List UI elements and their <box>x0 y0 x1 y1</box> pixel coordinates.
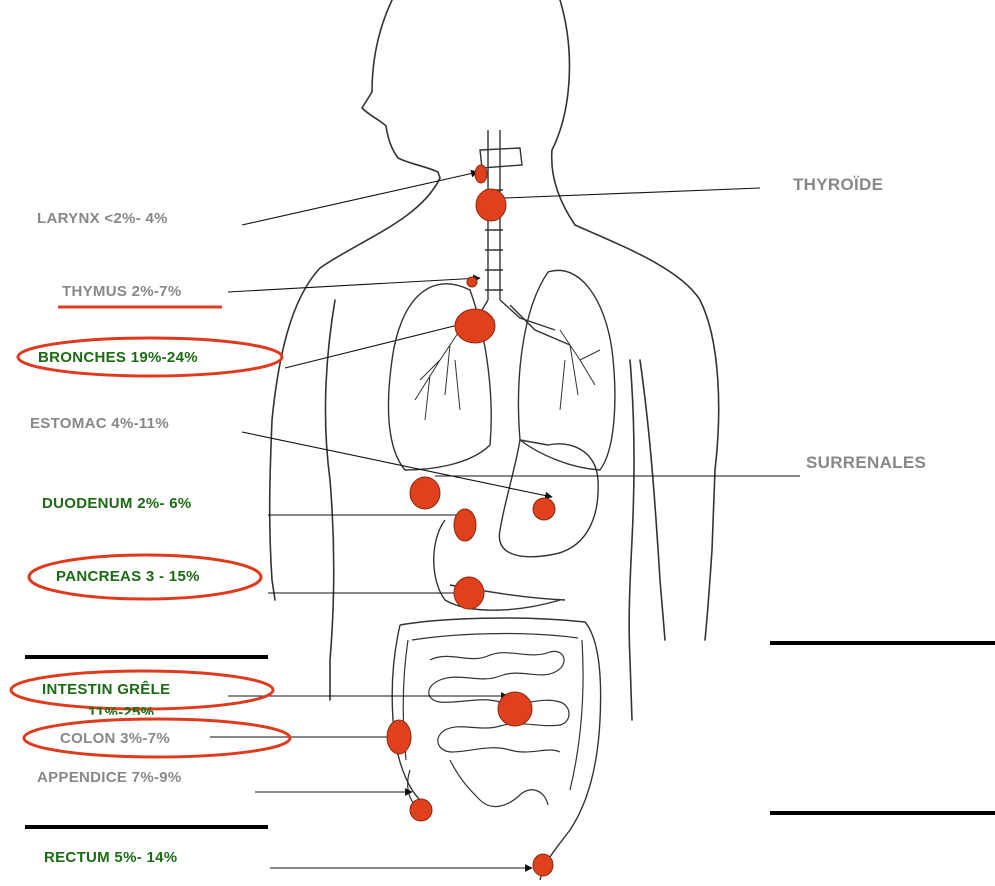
estomac-tumor <box>533 498 555 520</box>
right-torso-outline <box>629 360 634 720</box>
thyroide-tumor <box>476 189 506 221</box>
thyroide-pointer <box>505 188 760 198</box>
colon-inner <box>403 634 583 790</box>
colon-tumor <box>387 720 411 754</box>
surrenales-tumor <box>410 477 440 509</box>
body-outline <box>270 0 719 720</box>
tumor-markers <box>387 165 555 876</box>
estomac-pointer <box>242 432 552 497</box>
larynx-tumor <box>475 165 487 183</box>
duodenum-outline <box>434 520 560 610</box>
surrenales-label: SURRENALES <box>806 454 926 472</box>
appendice-label: APPENDICE 7%-9% <box>37 769 182 787</box>
small-intestine <box>429 651 569 806</box>
bronches-tumor <box>455 309 495 343</box>
head-back-outline <box>552 0 575 225</box>
rectum-tumor <box>533 854 553 876</box>
rectum-label: RECTUM 5%- 14% <box>44 849 177 867</box>
right-shoulder-outline <box>575 225 719 640</box>
thymus-tumor <box>467 277 477 287</box>
head-outline <box>362 0 440 178</box>
colon-outline <box>392 618 600 880</box>
pointer-lines <box>210 172 800 868</box>
right-lung <box>518 270 614 470</box>
larynx-pointer <box>242 172 478 225</box>
left-shoulder-outline <box>270 178 440 600</box>
lungs <box>388 270 614 470</box>
right-arm-inner <box>640 360 665 640</box>
duodenum-tumor <box>454 509 476 541</box>
bronches-label: BRONCHES 19%-24% <box>38 349 198 367</box>
estomac-label: ESTOMAC 4%-11% <box>30 415 169 433</box>
duodenum-label: DUODENUM 2%- 6% <box>42 495 192 513</box>
bronches-pointer <box>285 324 462 368</box>
larynx-label: LARYNX <2%- 4% <box>37 210 168 228</box>
colon-label: COLON 3%-7% <box>60 730 170 748</box>
pancreas-label: PANCREAS 3 - 15% <box>56 568 200 586</box>
thyroide-label: THYROÏDE <box>793 176 883 194</box>
intestin-label: INTESTIN GRÊLE <box>42 681 170 699</box>
pancreas-tumor <box>454 577 484 609</box>
thymus-label: THYMUS 2%-7% <box>62 283 181 301</box>
left-torso-outline <box>325 300 335 700</box>
appendice-tumor <box>410 799 432 821</box>
intestin-tumor <box>498 692 532 726</box>
thymus-pointer <box>228 278 480 292</box>
